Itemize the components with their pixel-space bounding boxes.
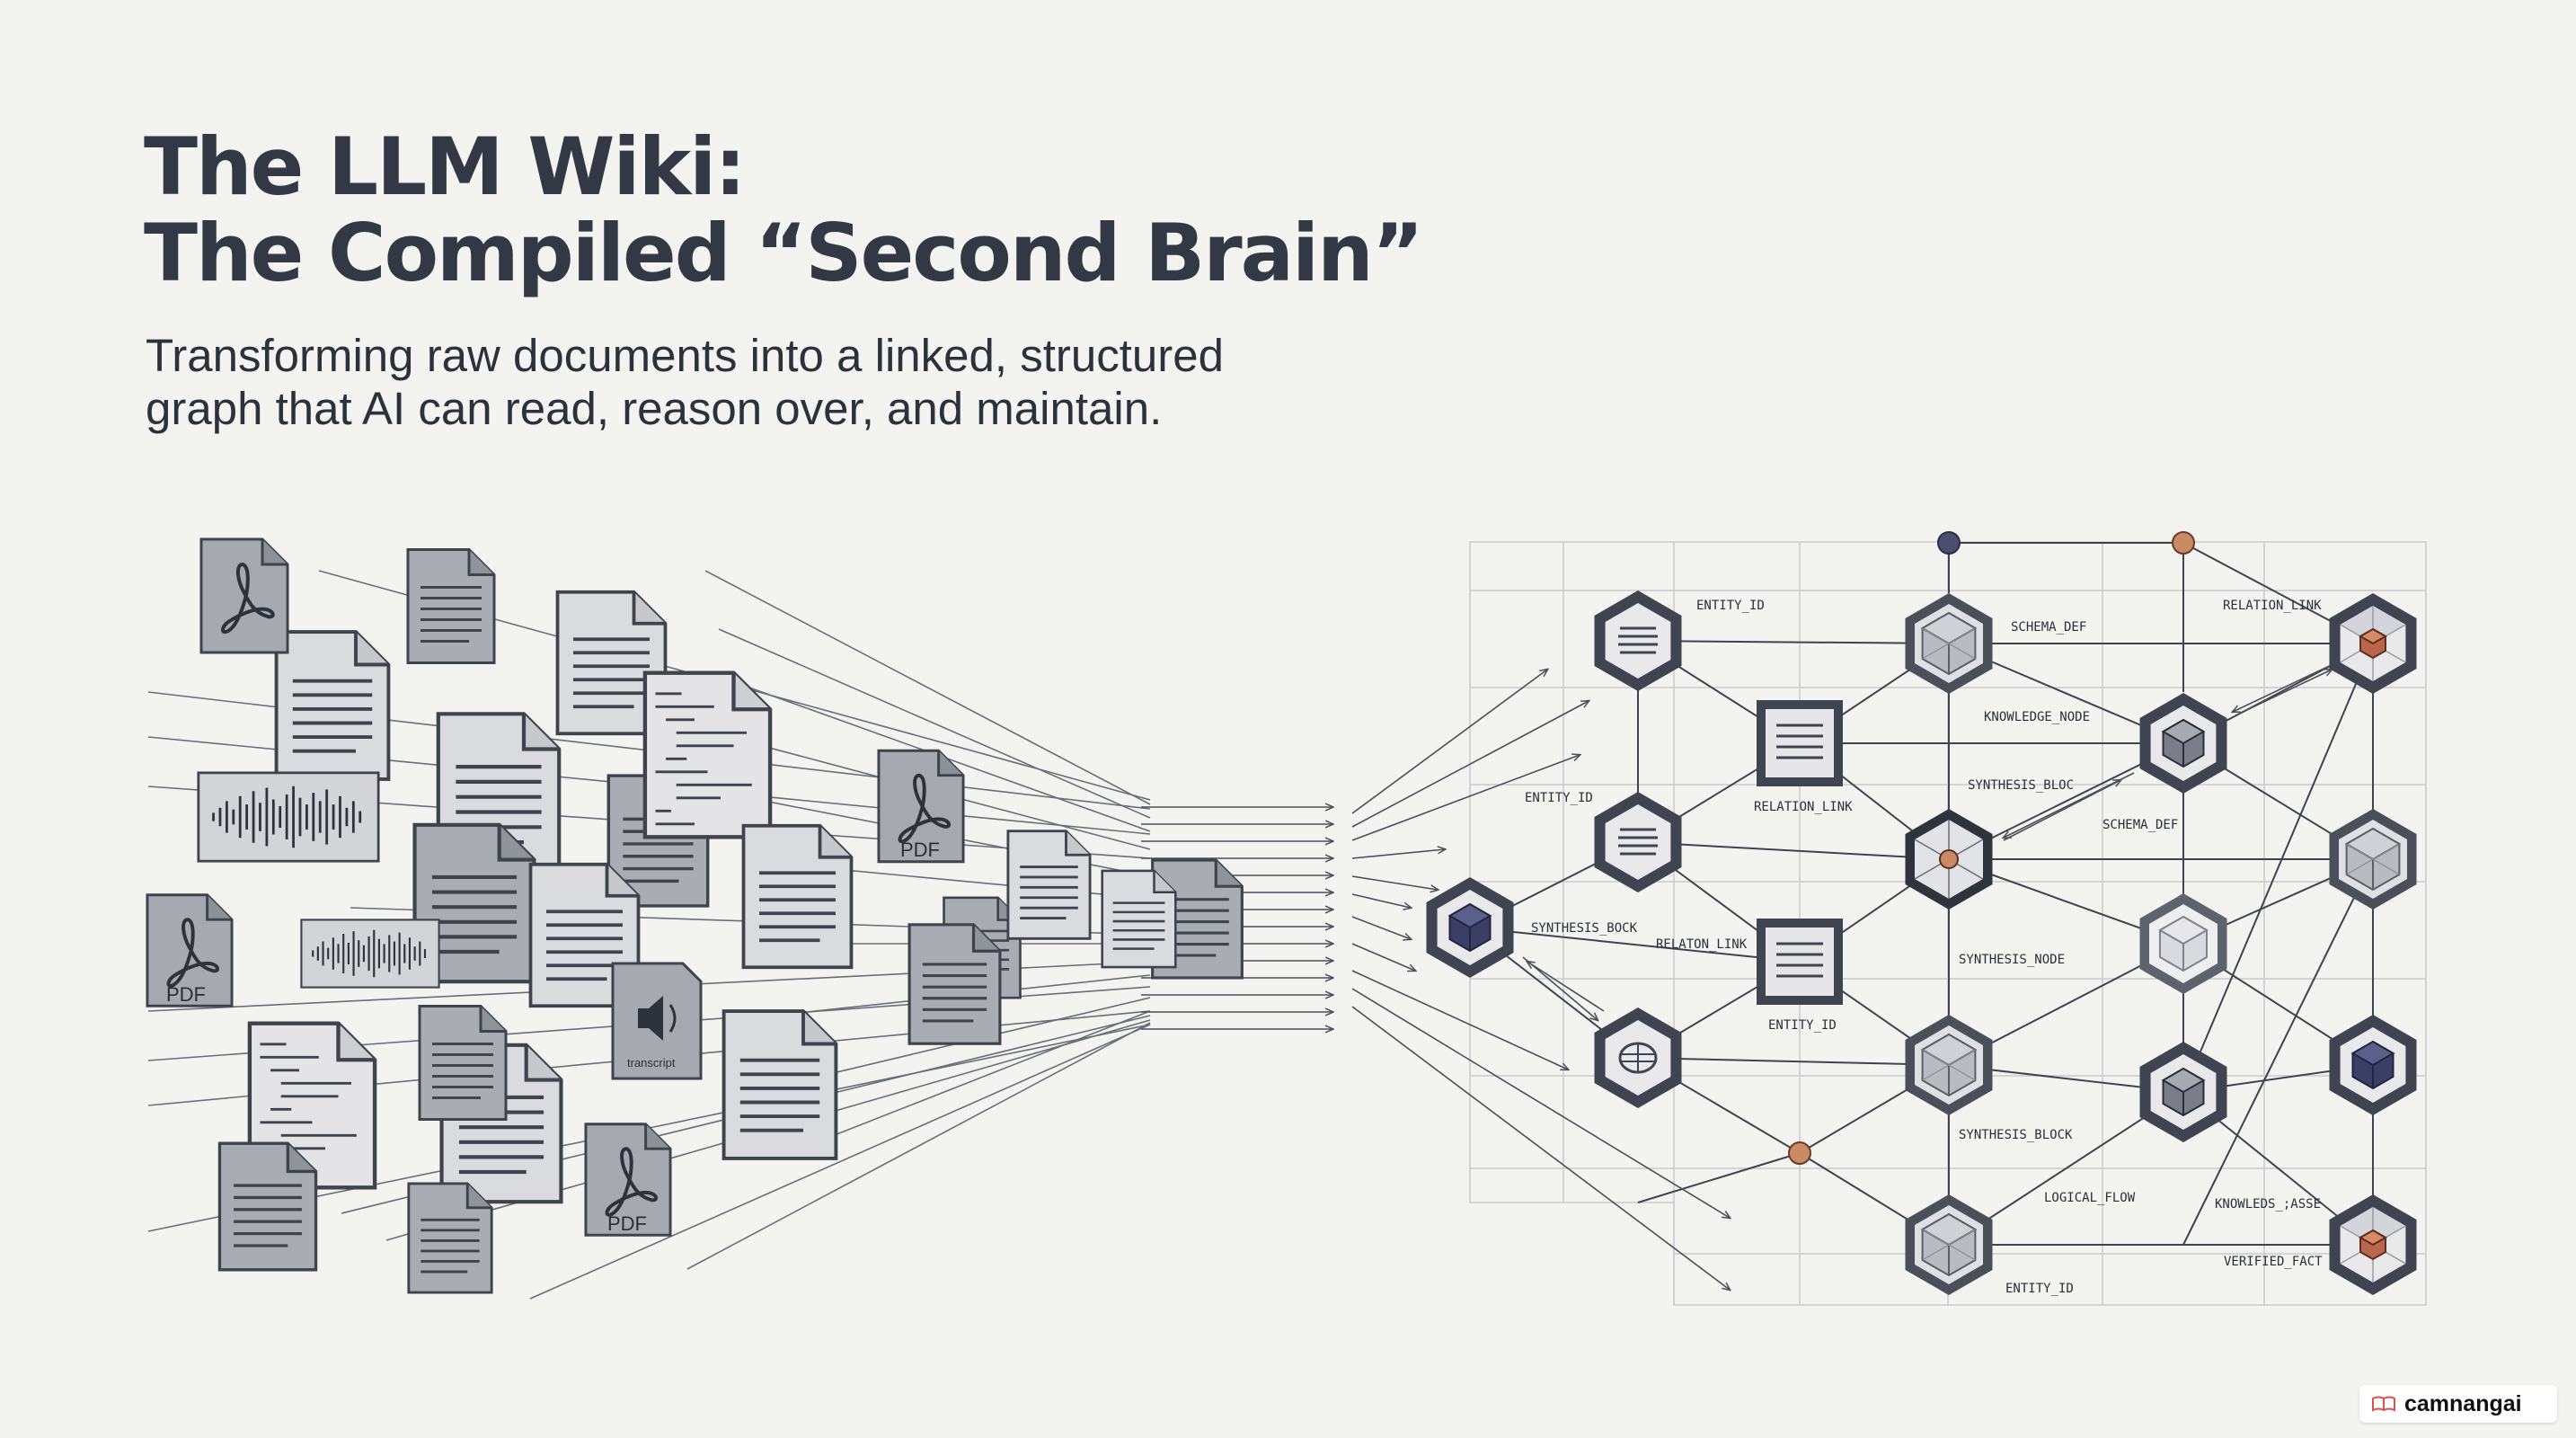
orange-cube-node-icon	[2328, 592, 2418, 695]
text-document-icon	[274, 630, 391, 781]
pdf-label: PDF	[900, 839, 940, 861]
cube-node-icon	[1904, 592, 1994, 695]
node-label: KNOWLEDGE_NODE	[1984, 710, 2090, 724]
synthesis-node-icon	[1904, 808, 1994, 910]
pdf-icon: PDF	[586, 1124, 670, 1235]
code-document-icon	[645, 673, 770, 838]
node-label: ENTITY_ID	[2005, 1282, 2074, 1296]
text-document-icon	[407, 1182, 493, 1294]
text-document-icon	[418, 1004, 508, 1122]
cube-node-icon	[2138, 1041, 2228, 1143]
document-node-icon	[1755, 917, 1845, 1007]
node-label: RELATION_LINK	[2223, 599, 2322, 613]
cube-node-icon	[2328, 808, 2418, 910]
node-label: KNOWLEDS_;ASSE	[2215, 1197, 2321, 1212]
pdf-label: PDF	[166, 983, 206, 1006]
node-label: ENTITY_ID	[1768, 1018, 1837, 1033]
cube-node-icon	[1904, 1014, 1994, 1116]
page-title: The LLM Wiki: The Compiled “Second Brain…	[144, 120, 1424, 299]
watermark-text: camnangai	[2404, 1390, 2522, 1416]
text-document-icon	[741, 823, 854, 970]
node-label: SYNTHESIS_NODE	[1959, 953, 2065, 967]
node-label: SYNTHESIS_BLOCK	[1959, 1128, 2073, 1142]
graph-connector-dot	[1937, 531, 1961, 555]
node-label: SYNTHESIS_BLOC	[1968, 778, 2074, 793]
text-document-icon	[406, 547, 496, 665]
knowledge-graph-nodes	[1425, 589, 2418, 1296]
pdf-icon	[199, 537, 289, 654]
pdf-icon: PDF	[147, 895, 232, 1006]
node-label: RELATON_LINK	[1656, 937, 1748, 952]
text-document-icon	[907, 923, 1002, 1045]
node-label: VERIFIED_FACT	[2224, 1255, 2323, 1269]
text-document-icon	[217, 1141, 318, 1272]
title-line-2: The Compiled “Second Brain”	[144, 207, 1424, 299]
brain-node-icon	[1593, 1006, 1683, 1110]
text-document-icon	[1006, 830, 1092, 940]
subtitle-line-1: Transforming raw documents into a linked…	[146, 330, 1224, 381]
text-node-icon	[1593, 790, 1683, 894]
pdf-icon: PDF	[877, 749, 965, 864]
orange-cube-node-icon	[2328, 1194, 2418, 1296]
node-label: ENTITY_ID	[1525, 791, 1593, 805]
audio-waveform-icon	[197, 771, 380, 863]
graph-input-arrows	[1351, 660, 2341, 1290]
page-subtitle: Transforming raw documents into a linked…	[146, 329, 1224, 435]
navy-cube-node-icon	[1425, 876, 1515, 979]
subtitle-line-2: graph that AI can read, reason over, and…	[146, 383, 1163, 434]
node-label: SYNTHESIS_BOCK	[1531, 921, 1638, 936]
node-label: SCHEMA_DEF	[2011, 620, 2086, 635]
watermark-badge[interactable]: camnangai	[2359, 1385, 2557, 1423]
transcript-label: transcript	[627, 1056, 676, 1070]
node-label: SCHEMA_DEF	[2102, 818, 2178, 832]
node-label: RELATION_LINK	[1754, 800, 1853, 814]
graph-connector-dot	[1788, 1141, 1811, 1165]
audio-waveform-icon	[300, 919, 440, 989]
graph-connector-dot	[2172, 531, 2195, 555]
navy-cube-node-icon	[2328, 1014, 2418, 1116]
speaker-icon: transcript	[611, 962, 703, 1080]
pdf-label: PDF	[607, 1212, 647, 1235]
text-node-icon	[1593, 589, 1683, 693]
graph-node-labels: ENTITY_ID SCHEMA_DEF RELATION_LINK KNOWL…	[1525, 599, 2323, 1296]
text-document-icon	[721, 1009, 838, 1160]
document-node-icon	[1755, 698, 1845, 788]
cube-node-icon	[1904, 1194, 1994, 1296]
node-label: ENTITY_ID	[1696, 599, 1765, 613]
raw-documents: PDF PDF PDF transcript	[147, 537, 1244, 1294]
node-label: LOGICAL_FLOW	[2044, 1191, 2136, 1205]
book-icon	[2372, 1396, 2395, 1412]
cube-node-icon	[2138, 692, 2228, 794]
text-document-icon	[1101, 869, 1177, 969]
title-line-1: The LLM Wiki:	[144, 120, 746, 213]
